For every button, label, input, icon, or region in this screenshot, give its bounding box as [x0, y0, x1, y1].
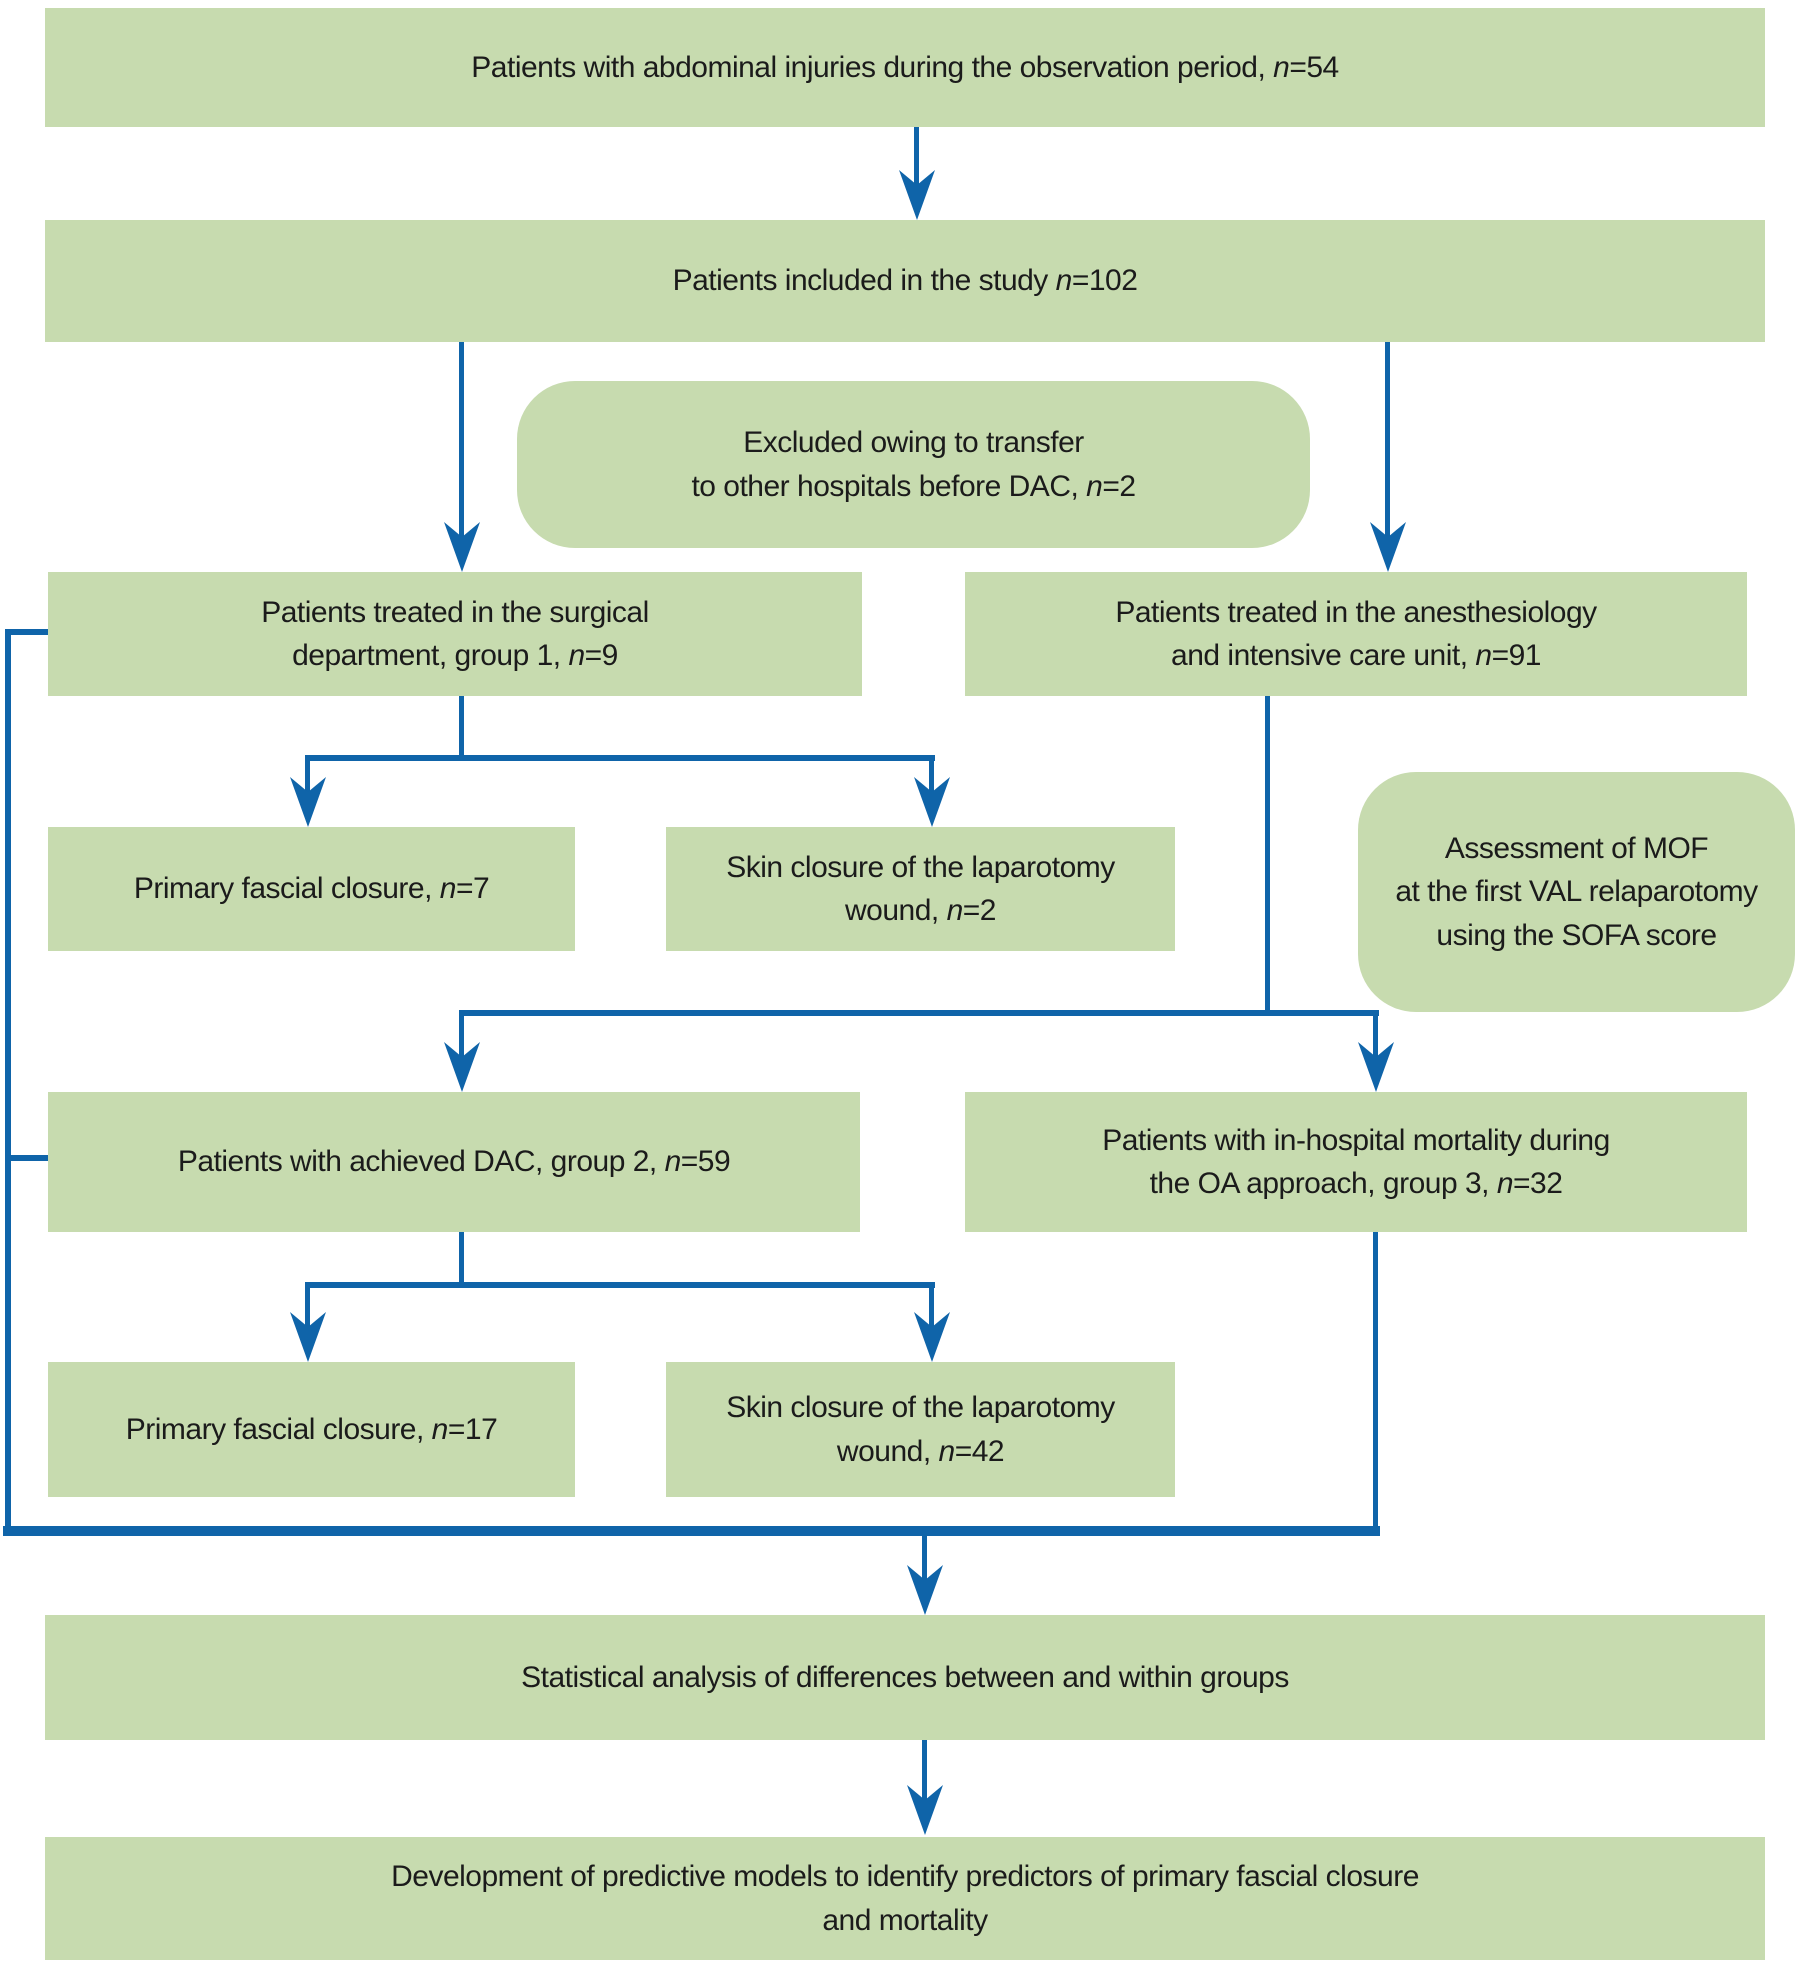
- node-skin1: Skin closure of the laparotomy wound, n=…: [666, 827, 1175, 951]
- node-label: wound, n=42: [836, 1434, 1005, 1468]
- node-icu-anesthesiology: Patients treated in the anesthesiology a…: [965, 572, 1747, 696]
- node-label: Excluded owing to transfer: [743, 426, 1084, 459]
- connector-group2-split: [459, 1232, 464, 1285]
- node-label: department, group 1, n=9: [292, 639, 618, 672]
- connector-group3-merge: [1373, 1232, 1378, 1531]
- node-statistical-analysis: Statistical analysis of differences betw…: [45, 1615, 1765, 1740]
- node-excluded: Excluded owing to transfer to other hosp…: [517, 381, 1310, 548]
- connector-split3-pfc2: [305, 1285, 310, 1342]
- node-label: Patients included in the study n=102: [672, 264, 1138, 298]
- node-label: Primary fascial closure, n=7: [133, 872, 490, 906]
- node-label: Primary fascial closure, n=17: [125, 1412, 498, 1446]
- node-label: at the first VAL relaparotomy: [1395, 875, 1758, 909]
- node-group3-mortality: Patients with in-hospital mortality duri…: [965, 1092, 1747, 1232]
- node-observation-period: Patients with abdominal injuries during …: [45, 8, 1765, 127]
- node-label: Development of predictive models to iden…: [391, 1860, 1419, 1893]
- node-label: Patients with achieved DAC, group 2, n=5…: [177, 1145, 731, 1179]
- connector-split2-group2: [459, 1013, 464, 1072]
- node-label: the OA approach, group 3, n=32: [1149, 1167, 1563, 1200]
- node-label: Patients treated in the anesthesiology: [1115, 595, 1597, 629]
- node-label: to other hospitals before DAC, n=2: [691, 469, 1136, 503]
- node-pfc1: Primary fascial closure, n=7: [48, 827, 575, 951]
- node-label: Statistical analysis of differences betw…: [521, 1660, 1289, 1694]
- node-included-in-study: Patients included in the study n=102: [45, 220, 1765, 342]
- split1-bar: [305, 755, 935, 761]
- split3-bar: [305, 1282, 935, 1288]
- node-label: and mortality: [822, 1903, 988, 1937]
- node-mof-assessment: Assessment of MOF at the first VAL relap…: [1358, 772, 1795, 1012]
- node-label: Patients with in-hospital mortality duri…: [1102, 1123, 1610, 1157]
- node-skin2: Skin closure of the laparotomy wound, n=…: [666, 1362, 1175, 1497]
- node-predictive-models: Development of predictive models to iden…: [45, 1837, 1765, 1960]
- connector-split1-pfc1: [305, 758, 310, 807]
- split2-bar: [459, 1010, 1379, 1016]
- connector-merge-stats: [922, 1530, 927, 1595]
- node-pfc2: Primary fascial closure, n=17: [48, 1362, 575, 1497]
- connector-left-rail: [5, 629, 11, 1531]
- node-label: wound, n=2: [845, 894, 996, 927]
- connector-split2-group3: [1373, 1013, 1378, 1072]
- node-label: Skin closure of the laparotomy: [726, 1391, 1115, 1424]
- connector-icu-split: [1265, 696, 1270, 1013]
- node-group1-surgical: Patients treated in the surgical departm…: [48, 572, 862, 696]
- connector-included-group1: [459, 342, 464, 552]
- connector-split1-skin1: [929, 758, 934, 807]
- node-label: Assessment of MOF: [1444, 831, 1709, 865]
- connector-included-icu: [1385, 342, 1390, 552]
- connector-rail-stub-group1: [8, 629, 48, 635]
- node-label: and intensive care unit, n=91: [1171, 639, 1541, 672]
- connector-group1-split: [459, 696, 464, 758]
- node-label: Patients treated in the surgical: [261, 595, 649, 629]
- node-group2-dac: Patients with achieved DAC, group 2, n=5…: [48, 1092, 860, 1232]
- node-label: using the SOFA score: [1436, 918, 1717, 952]
- connector-split3-skin2: [929, 1285, 934, 1342]
- node-label: Skin closure of the laparotomy: [726, 850, 1115, 884]
- connector-rail-stub-group2: [8, 1155, 48, 1161]
- node-label: Patients with abdominal injuries during …: [471, 50, 1339, 84]
- connector-stats-models: [922, 1740, 927, 1815]
- merge-bar: [3, 1526, 1380, 1536]
- connector-observation-included: [914, 127, 919, 200]
